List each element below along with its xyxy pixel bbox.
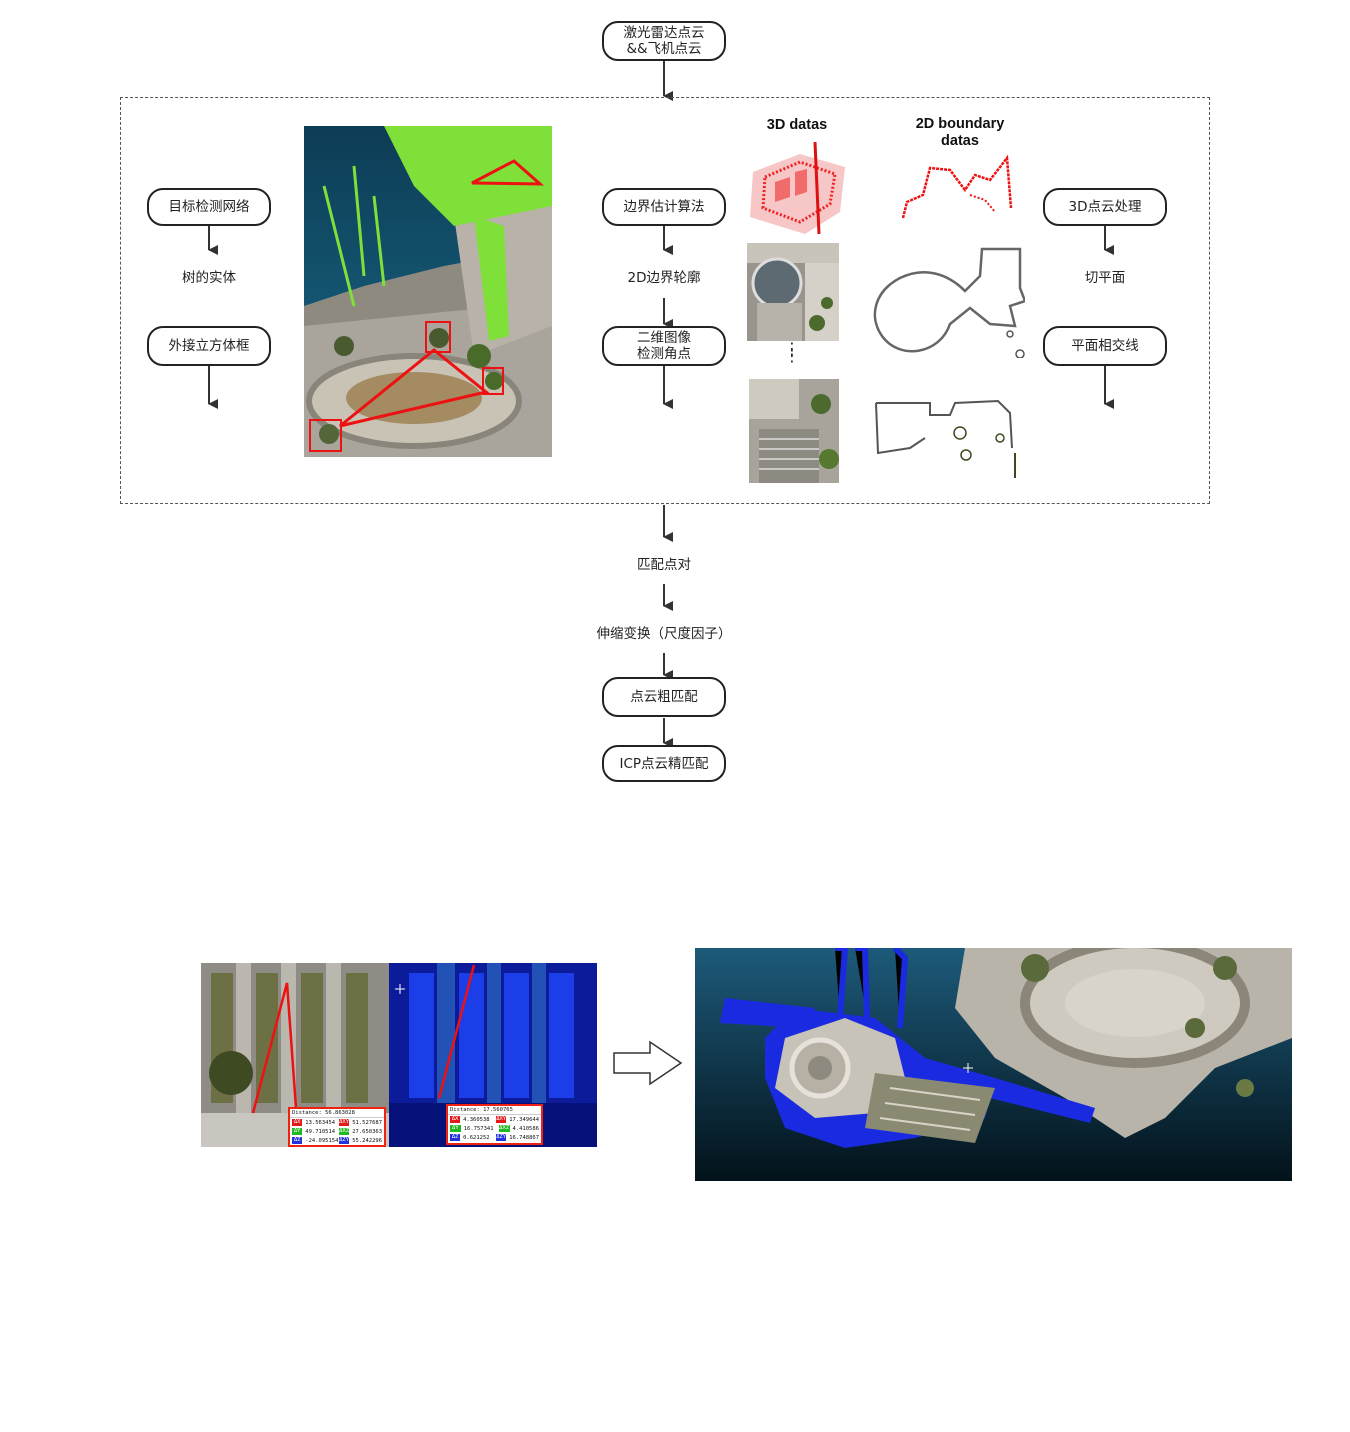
plane-intersection-line-node[interactable]: 平面相交线: [1043, 326, 1167, 366]
delta-key: ΔXZ: [338, 1128, 350, 1135]
node-text-line: 激光雷达点云: [623, 25, 705, 41]
delta-value: 51.527687: [352, 1119, 383, 1126]
delta-key: ΔZ: [292, 1137, 303, 1144]
aerial-photo-bottom: [749, 379, 839, 483]
red-boundary-graphic: [901, 154, 1013, 219]
node-label: 目标检测网络: [168, 199, 250, 215]
delta-value: 17.349644: [509, 1116, 540, 1123]
caption-line: datas: [941, 133, 979, 149]
lidar-and-aircraft-pointcloud-node[interactable]: 激光雷达点云&&飞机点云: [602, 21, 726, 61]
boundary-outline-top-graphic: [873, 247, 1025, 358]
node-label: 平面相交线: [1071, 338, 1139, 354]
delta-key: ΔXZ: [498, 1125, 510, 1132]
node-label: ICP点云精匹配: [619, 755, 709, 772]
delta-value: 0.621252: [463, 1134, 490, 1141]
distance-readout: Distance: 56.863028: [290, 1109, 384, 1118]
2d-boundary-outline-bottom: [870, 393, 1020, 483]
node-label: 点云粗匹配: [630, 689, 698, 705]
vertical-ellipsis: ⋮⋮: [784, 339, 800, 365]
node-text-line: 检测角点: [637, 346, 691, 362]
delta-key: ΔZY: [338, 1137, 350, 1144]
node-label: 边界估计算法: [623, 199, 705, 215]
tangent-plane-label: 切平面: [1084, 270, 1126, 286]
delta-value: 16.748867: [509, 1134, 540, 1141]
distance-readout: Distance: 17.560765: [448, 1106, 541, 1115]
processing-group-frame: [120, 97, 1210, 504]
right-arrow-icon: [613, 1040, 683, 1086]
object-detection-network-node[interactable]: 目标检测网络: [147, 188, 271, 226]
delta-key: ΔXY: [338, 1119, 350, 1126]
scale-transform-label: 伸缩变换（尺度因子）: [596, 626, 732, 642]
registered-pointcloud-result: [695, 948, 1292, 1181]
bounding-cube-node[interactable]: 外接立方体框: [147, 326, 271, 366]
2d-boundary-caption: 2D boundary datas: [895, 116, 1025, 150]
delta-value: -24.095154: [305, 1137, 339, 1144]
delta-key: ΔY: [450, 1125, 461, 1132]
lidar-overlay-aerial-image: [304, 126, 552, 457]
aerial-photo-top: [747, 243, 839, 341]
delta-key: ΔX: [450, 1116, 461, 1123]
red-pointcloud-graphic: [750, 142, 845, 235]
delta-key: ΔX: [292, 1119, 303, 1126]
3d-pointcloud-processing-node[interactable]: 3D点云处理: [1043, 188, 1167, 226]
delta-value: 16.757341: [463, 1125, 494, 1132]
delta-value: 13.563454: [305, 1119, 336, 1126]
tree-entity-label: 树的实体: [182, 270, 236, 286]
aerial-photo-top-graphic: [747, 243, 839, 341]
delta-value: 55.242296: [352, 1137, 383, 1144]
boundary-outline-bottom-graphic: [875, 399, 1016, 478]
lidar-overlay-graphic: [304, 126, 552, 457]
aerial-photo-bottom-graphic: [749, 379, 839, 483]
delta-value: 4.360538: [463, 1116, 490, 1123]
delta-value: 49.710514: [305, 1128, 336, 1135]
delta-value: 4.410586: [512, 1125, 540, 1132]
node-text-line: 二维图像: [637, 330, 691, 346]
boundary-estimation-node[interactable]: 边界估计算法: [602, 188, 726, 226]
2d-red-boundary-image: [895, 150, 1020, 225]
icp-fine-registration-node[interactable]: ICP点云精匹配: [602, 745, 726, 782]
2d-boundary-contour-label: 2D边界轮廓: [627, 270, 701, 286]
3d-datas-caption: 3D datas: [766, 117, 828, 133]
node-label: 外接立方体框: [168, 338, 250, 354]
coarse-registration-node[interactable]: 点云粗匹配: [602, 677, 726, 717]
node-text-line: &&飞机点云: [626, 41, 702, 57]
flow-arrows: [208, 60, 1114, 748]
delta-key: ΔZ: [450, 1134, 461, 1141]
node-label: 3D点云处理: [1068, 199, 1142, 215]
delta-key: ΔXY: [496, 1116, 507, 1123]
delta-value: 27.650363: [352, 1128, 383, 1135]
matching-point-pairs-label: 匹配点对: [637, 557, 691, 573]
registered-pointcloud-graphic: [695, 948, 1292, 1181]
corner-detection-node[interactable]: 二维图像检测角点: [602, 326, 726, 366]
2d-boundary-outline-top: [870, 246, 1025, 358]
3d-red-pointcloud-image: [745, 142, 850, 237]
delta-key: ΔZY: [496, 1134, 507, 1141]
caption-line: 2D boundary: [915, 116, 1005, 132]
delta-key: ΔY: [292, 1128, 303, 1135]
